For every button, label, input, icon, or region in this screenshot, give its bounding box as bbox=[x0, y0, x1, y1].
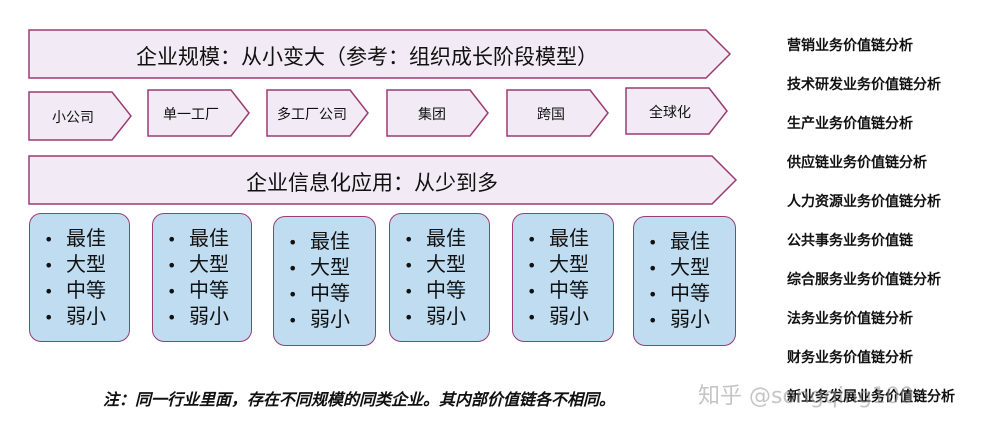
level-item: •中等 bbox=[404, 278, 466, 302]
value-chain-item: 法务业务价值链分析 bbox=[787, 311, 913, 327]
level-item: •大型 bbox=[527, 252, 589, 276]
stage-label-3: 多工厂公司 bbox=[277, 107, 347, 123]
value-chain-item: 综合服务业务价值链分析 bbox=[787, 272, 941, 288]
stage-label-5: 跨国 bbox=[537, 107, 565, 123]
level-box-4: •最佳 •大型 •中等 •弱小 bbox=[389, 213, 490, 342]
level-box-2: •最佳 •大型 •中等 •弱小 bbox=[152, 213, 252, 342]
level-item: •中等 bbox=[648, 281, 710, 305]
level-item: •弱小 bbox=[648, 307, 710, 331]
value-chain-list: 营销业务价值链分析 技术研发业务价值链分析 生产业务价值链分析 供应链业务价值链… bbox=[787, 33, 982, 423]
value-chain-item: 供应链业务价值链分析 bbox=[787, 155, 927, 171]
level-box-6: •最佳 •大型 •中等 •弱小 bbox=[633, 216, 736, 346]
level-item: •中等 bbox=[167, 278, 229, 302]
stage-label-2: 单一工厂 bbox=[163, 107, 219, 123]
informatization-arrow bbox=[28, 155, 738, 205]
value-chain-item: 新业务发展业务价值链分析 bbox=[787, 389, 955, 405]
level-item: •最佳 bbox=[527, 226, 589, 250]
stage-arrow-1 bbox=[28, 91, 132, 141]
value-chain-item: 财务业务价值链分析 bbox=[787, 350, 913, 366]
scale-title: 企业规模：从小变大（参考：组织成长阶段模型） bbox=[136, 45, 598, 69]
level-item: •弱小 bbox=[167, 304, 229, 328]
stage-label-4: 集团 bbox=[418, 107, 446, 123]
informatization-title: 企业信息化应用：从少到多 bbox=[246, 171, 498, 195]
level-box-5: •最佳 •大型 •中等 •弱小 bbox=[512, 213, 614, 342]
level-item: •弱小 bbox=[527, 304, 589, 328]
stage-arrow-2 bbox=[147, 89, 250, 137]
stage-arrow-4 bbox=[386, 89, 489, 137]
level-item: •弱小 bbox=[404, 304, 466, 328]
value-chain-item: 人力资源业务价值链分析 bbox=[787, 194, 941, 210]
level-item: •最佳 bbox=[404, 226, 466, 250]
level-item: •中等 bbox=[527, 278, 589, 302]
stage-arrow-3 bbox=[266, 89, 369, 137]
value-chain-item: 营销业务价值链分析 bbox=[787, 38, 913, 54]
scale-arrow bbox=[28, 29, 732, 79]
level-item: •中等 bbox=[44, 278, 106, 302]
value-chain-item: 技术研发业务价值链分析 bbox=[787, 77, 941, 93]
stage-label-1: 小公司 bbox=[52, 110, 94, 126]
level-box-3: •最佳 •大型 •中等 •弱小 bbox=[273, 216, 376, 346]
stage-arrow-5 bbox=[506, 89, 609, 137]
level-box-1: •最佳 •大型 •中等 •弱小 bbox=[29, 213, 130, 342]
level-item: •大型 bbox=[167, 252, 229, 276]
level-item: •最佳 bbox=[648, 229, 710, 253]
level-item: •大型 bbox=[404, 252, 466, 276]
level-item: •最佳 bbox=[167, 226, 229, 250]
stage-label-6: 全球化 bbox=[649, 105, 691, 121]
level-item: •大型 bbox=[44, 252, 106, 276]
value-chain-item: 生产业务价值链分析 bbox=[787, 116, 913, 132]
level-item: •弱小 bbox=[288, 307, 350, 331]
level-item: •弱小 bbox=[44, 304, 106, 328]
level-item: •大型 bbox=[288, 255, 350, 279]
value-chain-item: 公共事务业务价值链 bbox=[787, 233, 913, 249]
level-item: •最佳 bbox=[288, 229, 350, 253]
watermark: 知乎 @songqing100 bbox=[698, 384, 914, 409]
level-item: •大型 bbox=[648, 255, 710, 279]
stage-arrow-6 bbox=[625, 87, 728, 135]
level-item: •最佳 bbox=[44, 226, 106, 250]
footnote: 注：同一行业里面，存在不同规模的同类企业。其内部价值链各不相同。 bbox=[103, 390, 616, 409]
level-item: •中等 bbox=[288, 281, 350, 305]
